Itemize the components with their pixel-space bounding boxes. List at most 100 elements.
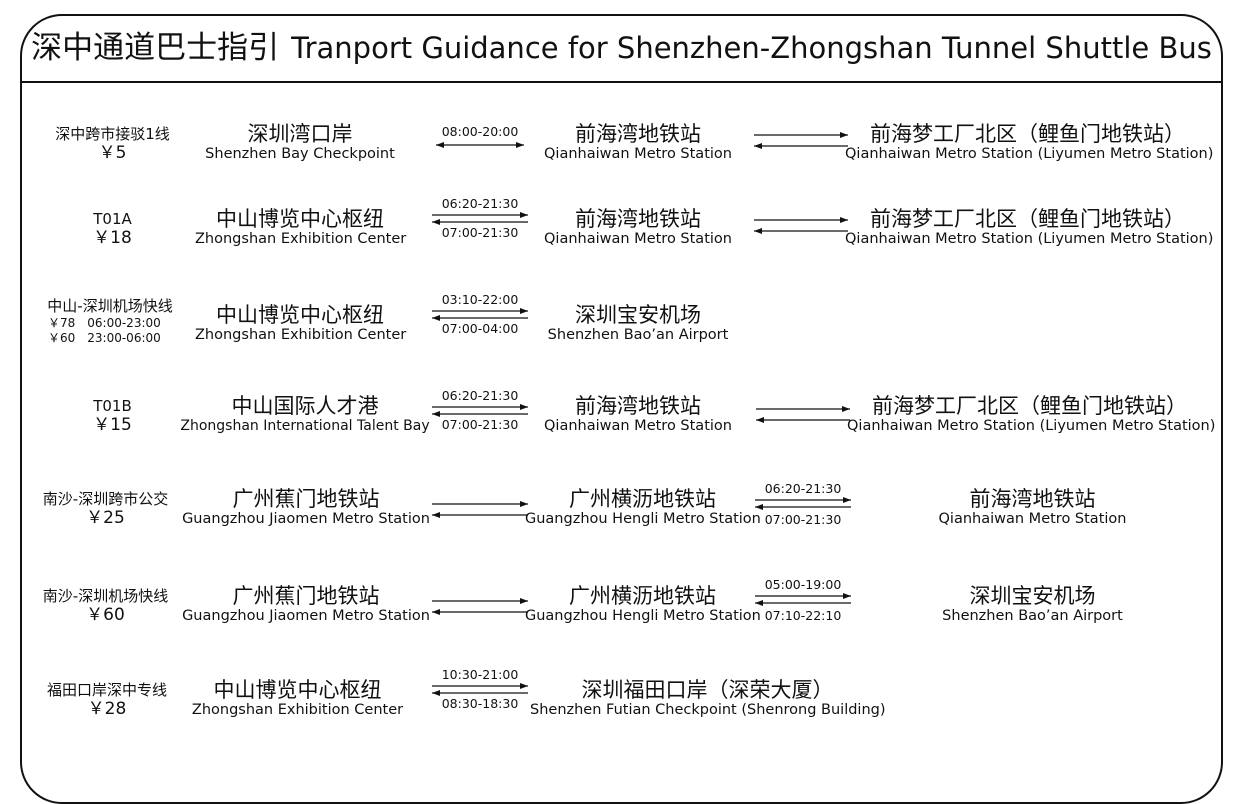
route-name: 南沙-深圳机场快线 [42,587,169,605]
route-price: ￥15 [93,415,132,435]
stop-name-en: Qianhaiwan Metro Station [544,231,732,247]
stop-name-en: Zhongshan International Talent Bay [180,418,430,434]
route-price: ￥28 [87,699,127,719]
stop-name-zh: 广州蕉门地铁站 [232,584,380,608]
stop-name-en: Guangzhou Hengli Metro Station [525,608,761,624]
stop-name-zh: 深圳福田口岸（深荣大厦） [581,678,834,702]
title-en: Tranport Guidance for Shenzhen-Zhongshan… [291,31,1212,65]
leg1-time-top: 08:00-20:00 [441,124,519,139]
stop-name-zh: 前海梦工厂北区（鲤鱼门地铁站） [870,122,1185,146]
title-zh: 深中通道巴士指引 [31,30,280,66]
route-row: 深中跨市接驳1线 ￥5 深圳湾口岸 Shenzhen Bay Checkpoin… [0,122,1242,192]
mid-stop: 前海湾地铁站 Qianhaiwan Metro Station [538,207,738,247]
leg2-arrows: 05:00-19:00 07:10-22:10 [753,577,853,627]
stop-name-en: Qianhaiwan Metro Station (Liyumen Metro … [845,146,1214,162]
stop-name-en: Qianhaiwan Metro Station (Liyumen Metro … [845,231,1214,247]
two-way-arrow-icon [754,217,848,234]
dest-stop: 深圳宝安机场 Shenzhen Bao’an Airport [910,584,1155,624]
stop-name-zh: 前海湾地铁站 [575,122,701,146]
route-label: 中山-深圳机场快线 ￥78 06:00-23:00 ￥60 23:00-06:0… [30,297,190,346]
origin-stop: 中山博览中心枢纽 Zhongshan Exhibition Center [195,303,406,343]
dest-stop: 前海梦工厂北区（鲤鱼门地铁站） Qianhaiwan Metro Station… [847,394,1216,434]
leg1-arrows [430,487,530,527]
route-row: T01A ￥18 中山博览中心枢纽 Zhongshan Exhibition C… [0,196,1242,277]
leg2-arrows: 06:20-21:30 07:00-21:30 [753,481,853,531]
leg1-time-top: 10:30-21:00 [441,667,519,682]
route-label: 南沙-深圳机场快线 ￥60 [28,587,183,625]
origin-stop: 中山国际人才港 Zhongshan International Talent B… [180,394,430,434]
route-name: 南沙-深圳跨市公交 [42,490,169,508]
double-arrow-icon [436,142,524,148]
route-label: 南沙-深圳跨市公交 ￥25 [28,490,183,528]
route-price: ￥5 [98,143,127,163]
dest-stop: 前海梦工厂北区（鲤鱼门地铁站） Qianhaiwan Metro Station… [845,122,1214,162]
route-fare-line: ￥78 06:00-23:00 [48,316,161,330]
leg2-time-top: 05:00-19:00 [764,577,842,592]
two-way-arrow-icon [432,683,528,696]
mid-stop: 广州横沥地铁站 Guangzhou Hengli Metro Station [525,584,761,624]
route-price: ￥60 [86,605,125,625]
stop-name-zh: 深圳宝安机场 [575,303,701,327]
mid-stop: 深圳福田口岸（深荣大厦） Shenzhen Futian Checkpoint … [530,678,886,718]
dest-stop: 前海梦工厂北区（鲤鱼门地铁站） Qianhaiwan Metro Station… [845,207,1214,247]
leg1-time-top: 03:10-22:00 [441,292,519,307]
two-way-arrow-icon [432,212,528,225]
leg2-arrows [750,396,856,436]
stop-name-en: Guangzhou Jiaomen Metro Station [182,608,430,624]
two-way-arrow-icon [755,497,851,510]
leg1-time-bottom: 07:00-21:30 [441,225,519,240]
stop-name-en: Guangzhou Jiaomen Metro Station [182,511,430,527]
origin-stop: 广州蕉门地铁站 Guangzhou Jiaomen Metro Station [182,487,430,527]
stop-name-zh: 深圳宝安机场 [969,584,1096,608]
mid-stop: 深圳宝安机场 Shenzhen Bao’an Airport [538,303,738,343]
stop-name-en: Qianhaiwan Metro Station (Liyumen Metro … [847,418,1216,434]
stop-name-zh: 中山博览中心枢纽 [213,678,382,702]
stop-name-zh: 中山国际人才港 [231,394,379,418]
route-name: 深中跨市接驳1线 [55,125,170,143]
route-row: 南沙-深圳跨市公交 ￥25 广州蕉门地铁站 Guangzhou Jiaomen … [0,481,1242,557]
leg2-arrows [748,122,854,162]
leg1-time-top: 06:20-21:30 [441,388,519,403]
title-divider [20,81,1223,83]
route-label: T01B ￥15 [40,397,185,435]
route-row: 南沙-深圳机场快线 ￥60 广州蕉门地铁站 Guangzhou Jiaomen … [0,577,1242,654]
stop-name-zh: 前海湾地铁站 [575,394,701,418]
stop-name-zh: 深圳湾口岸 [247,122,353,146]
leg2-time-top: 06:20-21:30 [764,481,842,496]
leg1-time-bottom: 07:00-21:30 [441,417,519,432]
leg1-arrows: 08:00-20:00 [430,122,530,162]
stop-name-zh: 前海湾地铁站 [969,487,1096,511]
mid-stop: 广州横沥地铁站 Guangzhou Hengli Metro Station [525,487,761,527]
origin-stop: 中山博览中心枢纽 Zhongshan Exhibition Center [195,207,407,247]
stop-name-zh: 中山博览中心枢纽 [216,207,384,231]
dest-stop: 前海湾地铁站 Qianhaiwan Metro Station [910,487,1155,527]
stop-name-en: Guangzhou Hengli Metro Station [525,511,761,527]
route-name: 福田口岸深中专线 [46,681,167,699]
page-title: 深中通道巴士指引 Tranport Guidance for Shenzhen-Z… [20,26,1223,70]
leg2-time-bottom: 07:10-22:10 [764,608,842,623]
stop-name-en: Zhongshan Exhibition Center [195,231,407,247]
route-row: T01B ￥15 中山国际人才港 Zhongshan International… [0,388,1242,464]
stop-name-zh: 前海梦工厂北区（鲤鱼门地铁站） [872,394,1187,418]
two-way-arrow-icon [432,598,528,615]
mid-stop: 前海湾地铁站 Qianhaiwan Metro Station [538,122,738,162]
leg2-time-bottom: 07:00-21:30 [764,512,842,527]
leg1-time-bottom: 07:00-04:00 [441,321,519,336]
stop-name-en: Qianhaiwan Metro Station [938,511,1127,527]
two-way-arrow-icon [756,406,850,423]
stop-name-en: Shenzhen Bay Checkpoint [205,146,395,162]
route-price: ￥25 [86,508,125,528]
leg1-time-bottom: 08:30-18:30 [441,696,519,711]
two-way-arrow-icon [432,404,528,417]
origin-stop: 中山博览中心枢纽 Zhongshan Exhibition Center [190,678,405,718]
route-label: 福田口岸深中专线 ￥28 [32,681,182,719]
leg1-time-top: 06:20-21:30 [441,196,519,211]
stop-name-en: Qianhaiwan Metro Station [544,418,732,434]
two-way-arrow-icon [755,593,851,606]
stop-name-zh: 广州蕉门地铁站 [232,487,380,511]
stop-name-zh: 前海湾地铁站 [575,207,701,231]
route-fare-line: ￥60 23:00-06:00 [48,331,161,345]
stop-name-en: Shenzhen Bao’an Airport [942,608,1123,624]
origin-stop: 广州蕉门地铁站 Guangzhou Jiaomen Metro Station [182,584,430,624]
leg1-arrows: 06:20-21:30 07:00-21:30 [430,388,530,438]
